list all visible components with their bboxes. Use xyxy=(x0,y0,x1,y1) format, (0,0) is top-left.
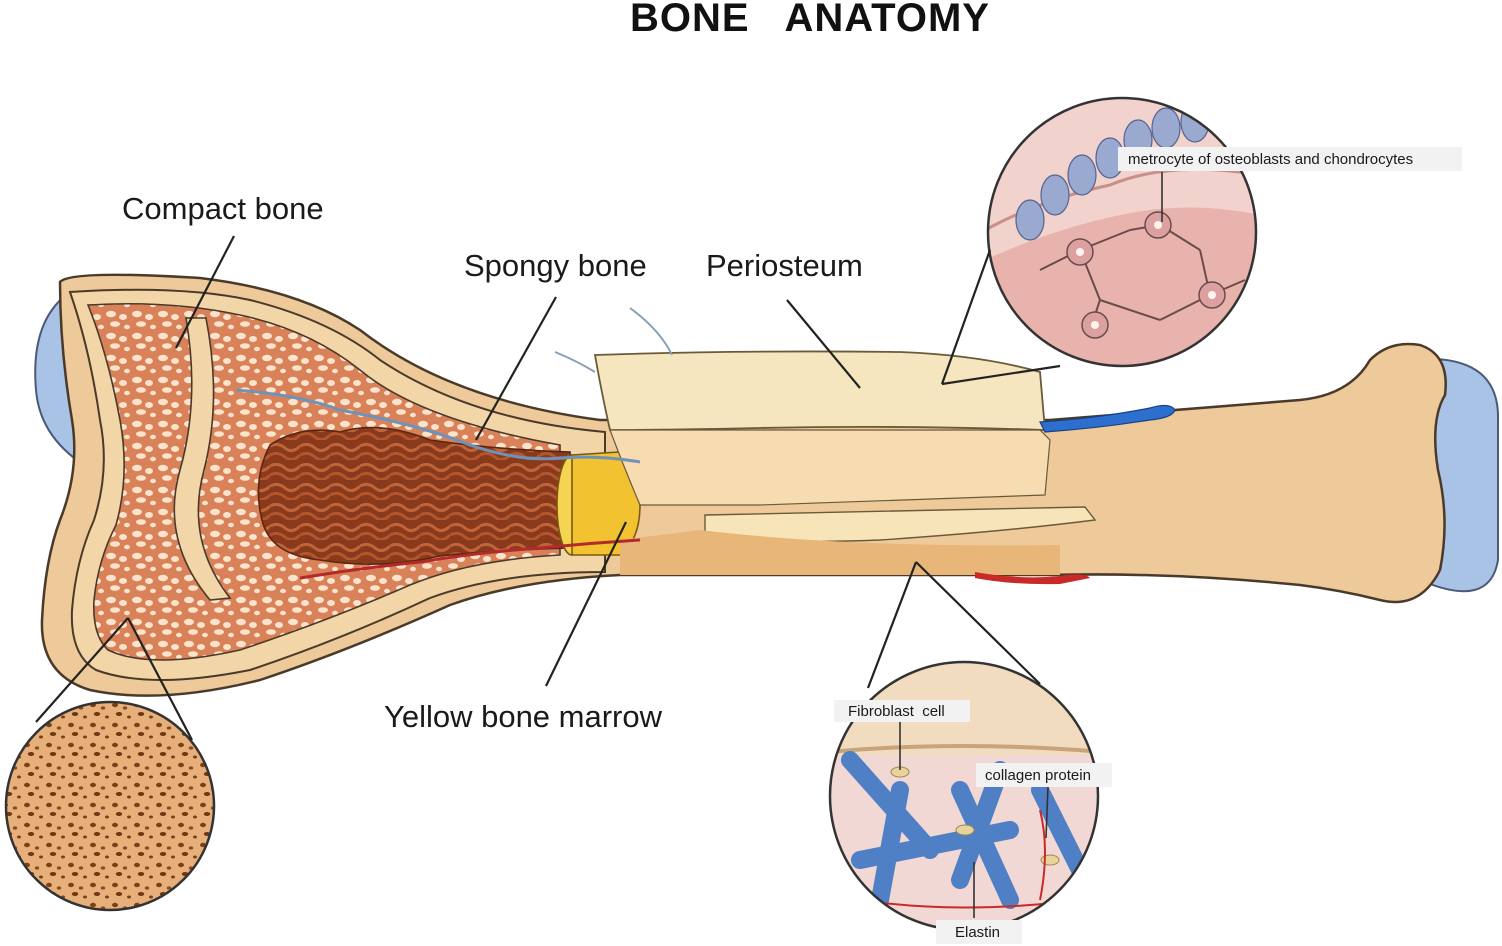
leader-bot-circle-b xyxy=(915,561,1041,685)
leader-compact-bone xyxy=(175,235,235,349)
periosteum-layer xyxy=(593,350,1046,431)
diagram-title: BONE ANATOMY xyxy=(630,0,990,40)
leader-top-circle-b xyxy=(941,364,1061,386)
periosteum-inner-layer xyxy=(609,429,1051,506)
outside-nerve-2 xyxy=(629,307,673,356)
bone-illustration xyxy=(34,273,1500,697)
marrow-vessel-red xyxy=(299,538,641,580)
label-spongy-bone: Spongy bone xyxy=(464,248,647,283)
leader-lines xyxy=(35,172,1163,918)
callout-fibroblast: Fibroblast cell xyxy=(834,700,970,722)
leader-left-circle-a xyxy=(35,617,129,723)
leader-left-circle-b xyxy=(127,617,193,741)
leader-bot-circle-a xyxy=(866,561,918,689)
zoom-osteoblasts xyxy=(986,96,1258,368)
leader-collagen xyxy=(1045,785,1049,839)
marrow-vessel-blue xyxy=(235,388,641,464)
zoom-compact-bone xyxy=(4,700,216,912)
leader-periosteum xyxy=(786,299,861,389)
compact-septum xyxy=(173,317,232,601)
label-periosteum: Periosteum xyxy=(706,248,863,283)
leader-top-circle-a xyxy=(940,249,992,385)
label-yellow-bone-marrow: Yellow bone marrow xyxy=(384,699,663,734)
leader-yellow-marrow xyxy=(545,521,627,687)
blue-vein xyxy=(1039,404,1176,433)
label-collagen: collagen protein xyxy=(985,767,1091,784)
diaphysis-lower-band xyxy=(620,530,1060,575)
label-fibroblast: Fibroblast cell xyxy=(848,703,945,720)
label-compact-bone: Compact bone xyxy=(122,191,324,226)
leader-spongy-bone xyxy=(475,296,557,441)
callout-elastin: Elastin xyxy=(936,920,1022,944)
outside-nerve-1 xyxy=(554,351,596,373)
red-artery xyxy=(975,572,1090,585)
label-elastin: Elastin xyxy=(955,924,1000,941)
label-metrocyte: metrocyte of osteoblasts and chondrocyte… xyxy=(1128,151,1413,168)
callout-collagen: collagen protein xyxy=(976,763,1112,787)
callout-metrocyte: metrocyte of osteoblasts and chondrocyte… xyxy=(1118,147,1462,171)
